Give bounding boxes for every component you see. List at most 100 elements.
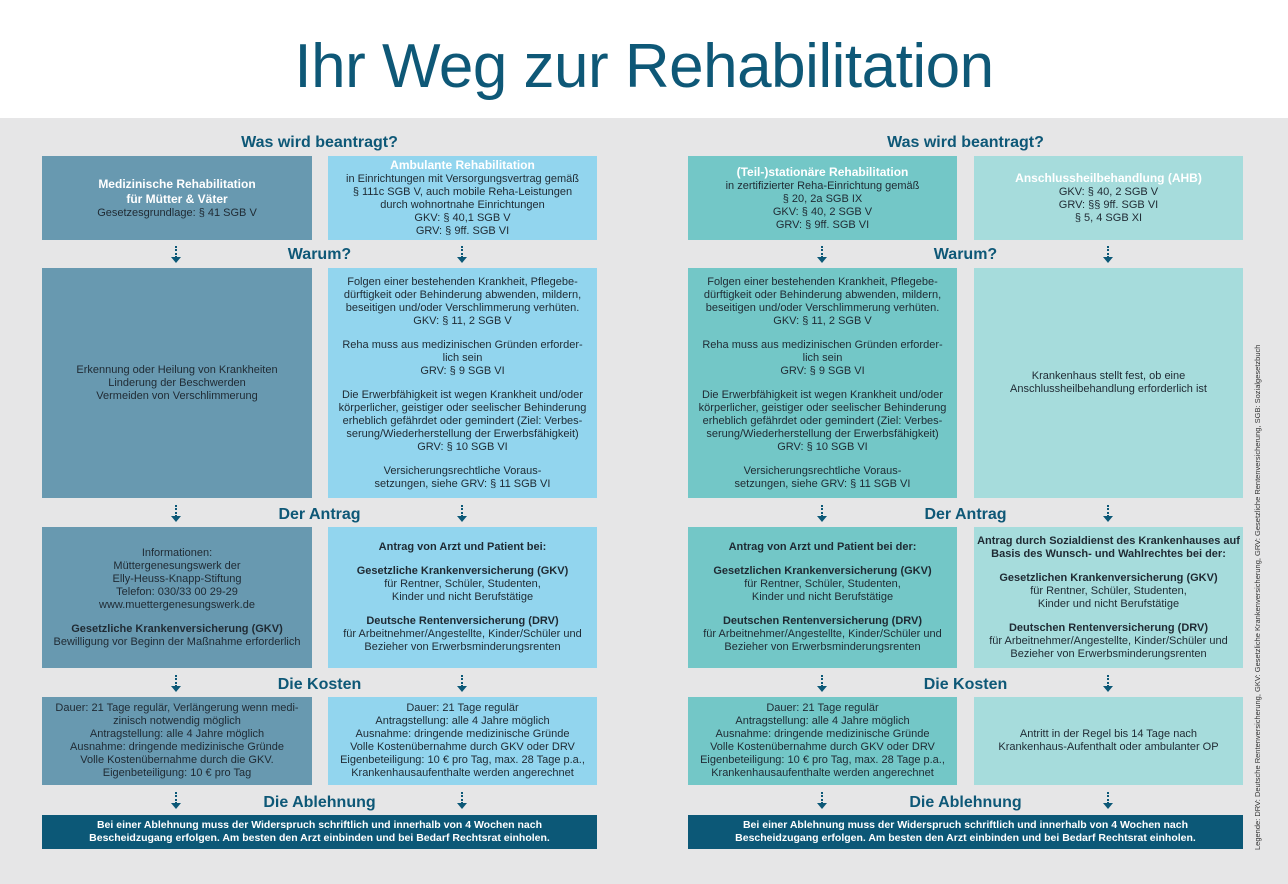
box-stationary-application: Antrag von Arzt und Patient bei der: Ges… <box>688 527 957 668</box>
box-text: GKV: § 40,1 SGB V <box>414 212 511 224</box>
box-text: Müttergenesungswerk der <box>113 559 241 572</box>
arrow-down-icon <box>171 246 181 264</box>
box-text: dürftigkeit oder Behinderung abwenden, m… <box>343 288 582 301</box>
box-ambulant-costs: Dauer: 21 Tage regulär Antragstellung: a… <box>328 697 597 785</box>
page-title: Ihr Weg zur Rehabilitation <box>294 32 994 101</box>
box-text: für Arbeitnehmer/Angestellte, Kinder/Sch… <box>989 634 1228 647</box>
box-ahb: Anschlussheilbehandlung (AHB) GKV: § 40,… <box>974 156 1243 240</box>
box-text: Eigenbeteiligung: 10 € pro Tag <box>102 767 252 779</box>
box-text: Bezieher von Erwerbsminderungsrenten <box>1010 647 1207 660</box>
box-text: Bezieher von Erwerbsminderungsrenten <box>724 641 921 653</box>
box-text: Antrag durch Sozialdienst des Krankenhau… <box>977 534 1240 547</box>
box-medical-costs: Dauer: 21 Tage regulär, Verlängerung wen… <box>42 697 312 785</box>
box-text: Kinder und nicht Berufstätige <box>391 591 534 603</box>
box-text: Gesetzliche Krankenversicherung (GKV) <box>71 622 283 635</box>
box-text: Bescheidzugang erfolgen. Am besten den A… <box>89 832 550 844</box>
box-text: erheblich gefährdet oder gemindert (Ziel… <box>702 414 943 427</box>
box-text: für Arbeitnehmer/Angestellte, Kinder/Sch… <box>343 628 582 640</box>
box-text: Gesetzlichen Krankenversicherung (GKV) <box>713 565 932 577</box>
arrow-down-icon <box>457 792 467 810</box>
box-text: GRV: § 9 SGB VI <box>420 364 505 377</box>
arrow-down-icon <box>1103 675 1113 693</box>
box-text: beseitigen und/oder Verschlimmerung verh… <box>705 301 940 314</box>
box-text: § 5, 4 SGB XI <box>1074 212 1143 224</box>
section-heading-rejection-left: Die Ablehnung <box>263 794 376 811</box>
box-text: Dauer: 21 Tage regulär <box>406 702 519 714</box>
box-text: Versicherungsrechtliche Voraus- <box>743 464 902 477</box>
box-text: Gesetzliche Krankenversicherung (GKV) <box>356 565 569 577</box>
box-text: für Rentner, Schüler, Studenten, <box>384 578 541 590</box>
box-text: lich sein <box>442 351 483 364</box>
section-heading-costs-right: Die Kosten <box>923 676 1008 693</box>
box-text: Telefon: 030/33 00 29-29 <box>116 585 238 598</box>
box-text: Bescheidzugang erfolgen. Am besten den A… <box>735 832 1196 844</box>
box-medical-application: Informationen: Müttergenesungswerk der E… <box>42 527 312 668</box>
box-text: Ausnahme: dringende medizinische Gründe <box>715 728 930 740</box>
box-ahb-why: Krankenhaus stellt fest, ob eine Anschlu… <box>974 268 1243 498</box>
box-text: Volle Kostenübernahme durch die GKV. <box>80 754 274 766</box>
box-text: körperlicher, geistiger oder seelischer … <box>338 401 587 414</box>
box-text: GKV: § 11, 2 SGB V <box>773 314 872 327</box>
box-title: Anschlussheilbehandlung (AHB) <box>1015 171 1202 185</box>
box-text: Dauer: 21 Tage regulär, Verlängerung wen… <box>55 702 299 714</box>
box-text: setzungen, siehe GRV: § 11 SGB VI <box>734 477 911 490</box>
box-text: lich sein <box>802 351 843 364</box>
box-text: Dauer: 21 Tage regulär <box>766 702 879 714</box>
box-text: Krankenhausaufenthalte werden angerechne… <box>351 767 574 779</box>
box-text: erheblich gefährdet oder gemindert (Ziel… <box>342 414 583 427</box>
box-text: § 111c SGB V, auch mobile Reha-Leistunge… <box>352 186 573 198</box>
box-text: Die Erwerbfähigkeit ist wegen Krankheit … <box>702 388 943 401</box>
arrow-down-icon <box>457 675 467 693</box>
arrow-down-icon <box>1103 505 1113 523</box>
box-text: Eigenbeteiligung: 10 € pro Tag, max. 28 … <box>700 754 945 766</box>
box-text: Volle Kostenübernahme durch GKV oder DRV <box>710 741 935 753</box>
arrow-down-icon <box>817 675 827 693</box>
box-text: GRV: §§ 9ff. SGB VI <box>1058 199 1159 211</box>
box-text: www.muettergenesungswerk.de <box>99 598 255 611</box>
box-rejection-right: Bei einer Ablehnung muss der Widerspruch… <box>688 815 1243 849</box>
box-text: Kinder und nicht Berufstätige <box>751 591 894 603</box>
box-ambulant-application: Antrag von Arzt und Patient bei: Gesetzl… <box>328 527 597 668</box>
box-text: Versicherungsrechtliche Voraus- <box>383 464 542 477</box>
box-text: Deutschen Rentenversicherung (DRV) <box>1008 621 1209 634</box>
box-text: Folgen einer bestehenden Krankheit, Pfle… <box>707 275 938 288</box>
box-text: Krankenhausaufenthalte werden angerechne… <box>711 767 934 779</box>
box-text: dürftigkeit oder Behinderung abwenden, m… <box>703 288 942 301</box>
box-title: Medizinische Rehabilitation <box>98 176 256 191</box>
section-heading-why-left: Warum? <box>287 246 352 263</box>
box-text: GRV: § 10 SGB VI <box>417 440 508 453</box>
box-text: Deutsche Rentenversicherung (DRV) <box>366 615 559 627</box>
box-text: Die Erwerbfähigkeit ist wegen Krankheit … <box>342 388 583 401</box>
section-heading-why-right: Warum? <box>933 246 998 263</box>
box-text: Deutschen Rentenversicherung (DRV) <box>722 615 923 627</box>
section-heading-costs-left: Die Kosten <box>277 676 362 693</box>
box-text: Kinder und nicht Berufstätige <box>1037 597 1180 610</box>
arrow-down-icon <box>171 505 181 523</box>
box-stationary-costs: Dauer: 21 Tage regulär Antragstellung: a… <box>688 697 957 785</box>
box-text: Bei einer Ablehnung muss der Widerspruch… <box>742 819 1189 831</box>
box-text: GRV: § 10 SGB VI <box>777 440 868 453</box>
box-text: Linderung der Beschwerden <box>108 376 246 389</box>
box-text: beseitigen und/oder Verschlimmerung verh… <box>345 301 580 314</box>
box-text: serung/Wiederherstellung der Erwerbsfähi… <box>346 427 579 440</box>
box-medical-why: Erkennung oder Heilung von Krankheiten L… <box>42 268 312 498</box>
box-text: GRV: § 9ff. SGB VI <box>415 225 510 237</box>
box-text: Vermeiden von Verschlimmerung <box>96 389 258 402</box>
box-text: Krankenhaus-Aufenthalt oder ambulanter O… <box>998 741 1219 753</box>
box-text: GRV: § 9 SGB VI <box>780 364 865 377</box>
box-text: Elly-Heuss-Knapp-Stiftung <box>112 572 242 585</box>
box-text: Informationen: <box>141 546 213 559</box>
box-text: Antrag von Arzt und Patient bei: <box>378 541 547 553</box>
box-text: Gesetzesgrundlage: § 41 SGB V <box>97 206 257 219</box>
section-heading-application-left: Der Antrag <box>278 506 361 523</box>
box-stationary-rehab: (Teil-)stationäre Rehabilitation in zert… <box>688 156 957 240</box>
box-text: Erkennung oder Heilung von Krankheiten <box>76 363 278 376</box>
box-text: Antragstellung: alle 4 Jahre möglich <box>375 715 550 727</box>
box-text: für Rentner, Schüler, Studenten, <box>744 578 901 590</box>
arrow-down-icon <box>1103 246 1113 264</box>
arrow-down-icon <box>171 675 181 693</box>
box-text: für Rentner, Schüler, Studenten, <box>1030 584 1187 597</box>
box-text: körperlicher, geistiger oder seelischer … <box>698 401 947 414</box>
box-text: Antritt in der Regel bis 14 Tage nach <box>1019 728 1198 740</box>
arrow-down-icon <box>1103 792 1113 810</box>
